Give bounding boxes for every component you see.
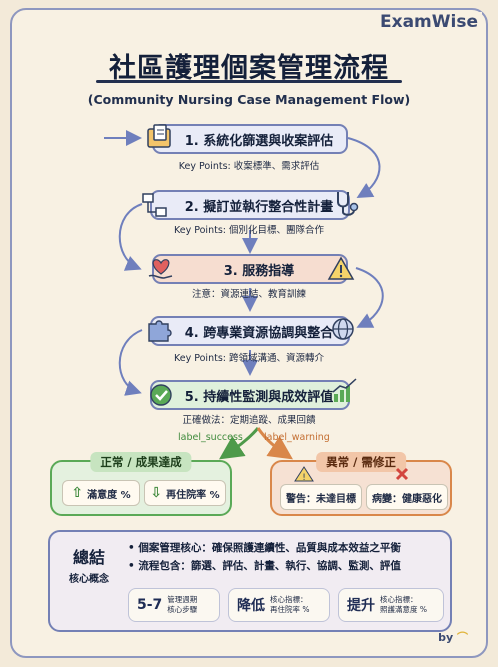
metric-satisfaction: 提升 核心指標：照護滿意度 % [338, 588, 444, 622]
warning-chip: 警告：未達目標 [280, 484, 362, 510]
connector-1-2 [347, 137, 381, 199]
summary-bullet-2: • 流程包含：篩選、評估、計畫、執行、協調、監測、評值 [128, 560, 401, 572]
step-4-label: 4. 跨專業資源協調與整合 [184, 325, 334, 341]
step-1-note: Key Points: 收案標準、需求評估 [178, 161, 320, 172]
page-title: 社區護理個案管理流程 [109, 53, 389, 84]
normal-outcome-box: 正常 / 成果達成 ⇧ 滿意度 % ⇩ 再住院率 % [50, 452, 232, 516]
readmission-label: 再住院率 % [166, 489, 220, 501]
warning-icon: ! [294, 466, 314, 482]
cross-icon [394, 466, 410, 482]
step-2-box: 2. 擬訂並執行整合性計畫 [150, 190, 350, 220]
metric-cycle-desc: 管理週期核心步驟 [167, 595, 198, 614]
arrow-up-icon: ⇧ [71, 485, 84, 501]
metric-satisfaction-value: 提升 [347, 598, 375, 614]
brand-logo: ExamWise [376, 12, 482, 32]
summary-key-title: 總結 [72, 548, 105, 567]
step-3-label: 3. 服務指導 [223, 263, 295, 279]
step-4-box: 4. 跨專業資源協調與整合 [150, 316, 350, 346]
step-5-box: 5. 持續性監測與成效評值 [150, 380, 350, 410]
step-2-note: Key Points: 個別化目標、團隊合作 [173, 225, 324, 236]
warning-branch-label: label_warning [264, 432, 330, 443]
stethoscope-icon [332, 188, 362, 218]
metric-readmission: 降低 核心指標：再住院率 % [228, 588, 330, 622]
abnormal-outcome-title: 異常 / 需修正 [316, 452, 406, 472]
warning-triangle-icon [326, 254, 356, 284]
flowchart-icon [140, 190, 170, 220]
step-4-note: Key Points: 跨領域溝通、資源轉介 [173, 353, 324, 364]
step-5-label: 5. 持續性監測與成效評值 [184, 389, 334, 405]
page-subtitle: (Community Nursing Case Management Flow) [87, 92, 411, 107]
normal-outcome-title: 正常 / 成果達成 [90, 452, 192, 472]
summary-key-sub: 核心概念 [69, 574, 109, 585]
puzzle-icon [144, 316, 174, 346]
readmission-chip: ⇩ 再住院率 % [144, 480, 226, 506]
title-underline [96, 80, 402, 83]
summary-bullet-1: • 個案管理核心：確保照護連續性、品質與成本效益之平衡 [128, 542, 401, 554]
metric-satisfaction-desc: 核心指標：照護滿意度 % [380, 595, 428, 614]
summary-key: 總結 核心概念 [54, 544, 124, 594]
step-1-box: 1. 系統化篩選與收案評估 [152, 124, 348, 154]
satisfaction-chip: ⇧ 滿意度 % [62, 480, 140, 506]
metric-cycle-value: 5-7 [137, 597, 163, 613]
step-3-box: 3. 服務指導 [152, 254, 348, 284]
heart-hand-icon [146, 254, 176, 284]
footer-by: by ⌒ [438, 631, 468, 644]
svg-text:!: ! [302, 473, 306, 482]
connector-4-loop [118, 329, 143, 396]
satisfaction-label: 滿意度 % [87, 489, 131, 501]
connector-2-loop [118, 203, 143, 271]
abnormal-outcome-box: 異常 / 需修正 ! 警告：未達目標 病變：健康惡化 [270, 452, 452, 516]
metric-cycle: 5-7 管理週期核心步驟 [128, 588, 220, 622]
banana-icon: ⌒ [457, 631, 468, 644]
arrow-down-icon: ⇩ [150, 485, 163, 501]
success-arrow [219, 427, 260, 460]
globe-network-icon [328, 314, 358, 344]
bar-chart-icon [330, 376, 360, 406]
step-3-note: 注意：資源連結、教育訓練 [191, 289, 306, 300]
metric-readmission-value: 降低 [237, 598, 265, 614]
warning-arrow [256, 427, 293, 460]
connector-3-4 [355, 267, 384, 328]
step-1-label: 1. 系統化篩選與收案評估 [184, 133, 334, 149]
check-circle-icon [146, 380, 176, 410]
step-2-label: 2. 擬訂並執行整合性計畫 [184, 199, 334, 215]
summary-panel: 總結 核心概念 • 個案管理核心：確保照護連續性、品質與成本效益之平衡 • 流程… [48, 530, 452, 632]
step-5-note: 正確做法：定期追蹤、成果回饋 [182, 415, 316, 426]
success-branch-label: label_success [178, 432, 243, 443]
deterioration-chip: 病變：健康惡化 [366, 484, 448, 510]
folder-clipboard-icon [144, 122, 174, 152]
metric-readmission-desc: 核心指標：再住院率 % [270, 595, 310, 614]
